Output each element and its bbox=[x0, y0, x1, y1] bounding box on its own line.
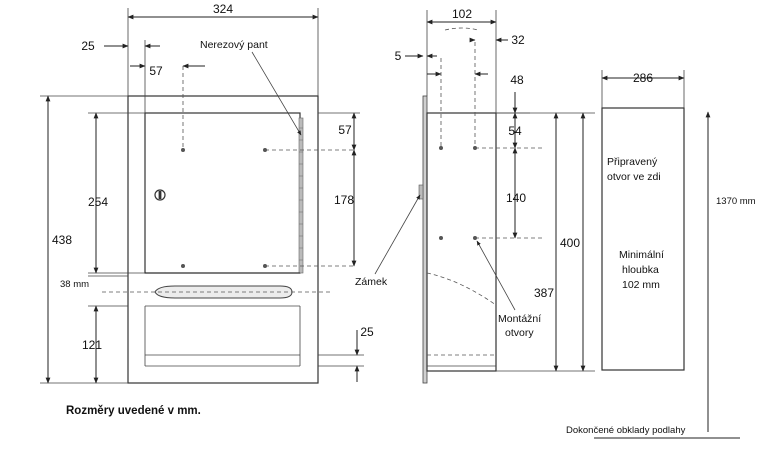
mounting-holes-label-line1: Montážní bbox=[498, 313, 541, 325]
floor-height-label: 1370 mm bbox=[716, 196, 756, 207]
floor-label: Dokončené obklady podlahy bbox=[566, 425, 686, 436]
opening-label-line1: Připravený bbox=[607, 156, 658, 168]
dim-offset-right: 32 bbox=[511, 33, 525, 47]
side-flange bbox=[422, 95, 428, 384]
dim-hole-top: 54 bbox=[508, 124, 522, 138]
dim-height-outer: 400 bbox=[560, 236, 580, 250]
dim-side-hole-spacing: 140 bbox=[506, 191, 526, 205]
dim-inset-left: 25 bbox=[81, 39, 95, 53]
side-hole-bottom-left bbox=[439, 236, 443, 240]
dim-hole-offset: 57 bbox=[149, 64, 163, 78]
dim-bottom-section: 121 bbox=[82, 338, 102, 352]
dim-height-overall: 438 bbox=[52, 233, 72, 247]
door-swing bbox=[426, 272, 497, 306]
wall-opening-view: 286 Připravený otvor ve zdi Minimální hl… bbox=[566, 70, 756, 439]
side-lock-tab bbox=[418, 184, 424, 200]
side-view: 102 5 32 48 54 140 400 387 Zámek bbox=[355, 7, 595, 384]
front-door-panel bbox=[144, 112, 301, 274]
slot-label: 38 mm bbox=[60, 279, 89, 290]
side-hole-top-left bbox=[439, 146, 443, 150]
hinge-strip bbox=[298, 117, 304, 274]
dim-offset-left: 5 bbox=[395, 49, 402, 63]
lock-icon bbox=[154, 189, 166, 201]
depth-label-line2: hloubka bbox=[622, 264, 659, 276]
dim-side-depth: 102 bbox=[452, 7, 472, 21]
front-outer-frame bbox=[127, 95, 319, 384]
depth-label-line1: Minimální bbox=[619, 249, 664, 261]
dim-width-overall: 324 bbox=[213, 2, 233, 16]
dim-opening-width: 286 bbox=[633, 71, 653, 85]
front-hole-bottom-left bbox=[181, 264, 185, 268]
dim-top-offset: 48 bbox=[510, 73, 524, 87]
lock-label: Zámek bbox=[355, 276, 388, 288]
opening-label-line2: otvor ve zdi bbox=[607, 171, 661, 183]
depth-label-line3: 102 mm bbox=[622, 279, 660, 291]
units-note: Rozměry uvedené v mm. bbox=[66, 405, 201, 417]
mounting-holes-label-line2: otvory bbox=[505, 327, 534, 339]
hinge-ticks bbox=[299, 127, 303, 261]
front-view: 324 25 57 Nerezový pant 438 254 38 mm 12… bbox=[40, 2, 374, 384]
dim-hole-spacing: 178 bbox=[334, 193, 354, 207]
wall-opening-rect bbox=[601, 107, 685, 371]
side-body bbox=[426, 112, 497, 372]
dim-door-height: 254 bbox=[88, 195, 108, 209]
dim-height-inner: 387 bbox=[534, 286, 554, 300]
dim-top-hole-offset: 57 bbox=[338, 123, 352, 137]
dim-bottom-inset: 25 bbox=[360, 325, 374, 339]
hinge-label: Nerezový pant bbox=[200, 39, 268, 51]
front-hole-top-left bbox=[181, 148, 185, 152]
